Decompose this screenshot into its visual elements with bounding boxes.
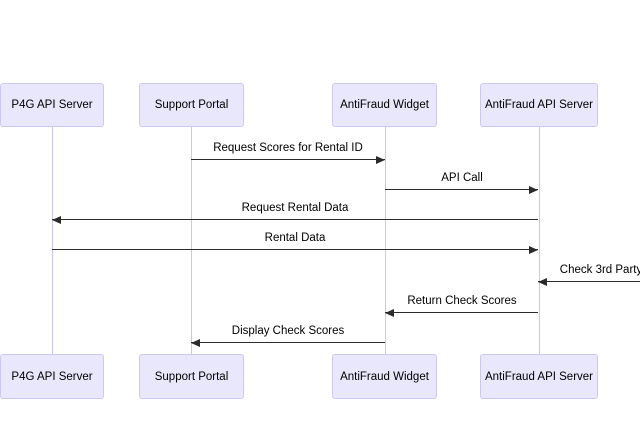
actor-box-bottom-antifraud-widget: AntiFraud Widget [332, 354, 437, 399]
actor-box-bottom-support-portal: Support Portal [139, 354, 244, 399]
message-line-6 [191, 342, 385, 343]
actor-label: AntiFraud API Server [484, 99, 594, 111]
actor-box-top-p4g-api-server: P4G API Server [0, 83, 104, 127]
message-line-2 [52, 219, 538, 220]
arrowhead-left-icon [385, 308, 394, 317]
actor-label: P4G API Server [11, 370, 93, 383]
message-line-0 [191, 159, 385, 160]
message-label-3: Rental Data [264, 232, 326, 244]
arrowhead-left-icon [538, 277, 547, 286]
actor-label: Support Portal [154, 370, 229, 383]
actor-box-top-support-portal: Support Portal [139, 83, 244, 127]
lifeline-antifraud-widget [385, 127, 386, 354]
actor-label: AntiFraud API Server [484, 370, 594, 383]
actor-box-bottom-antifraud-api-server: AntiFraud API Server [480, 354, 598, 399]
message-label-6: Display Check Scores [231, 325, 345, 337]
message-line-3 [52, 249, 538, 250]
actor-label: AntiFraud Widget [340, 99, 429, 111]
message-label-4: Check 3rd Party [559, 264, 640, 276]
actor-label: P4G API Server [11, 99, 93, 111]
actor-box-bottom-p4g-api-server: P4G API Server [0, 354, 104, 399]
actor-label: AntiFraud Widget [340, 370, 429, 383]
arrowhead-left-icon [191, 338, 200, 347]
message-label-1: API Call [441, 172, 483, 184]
arrowhead-right-icon [529, 185, 538, 194]
message-label-5: Return Check Scores [407, 295, 517, 307]
message-label-0: Request Scores for Rental ID [213, 142, 363, 154]
actor-box-top-antifraud-api-server: AntiFraud API Server [480, 83, 598, 127]
actor-box-top-antifraud-widget: AntiFraud Widget [332, 83, 437, 127]
arrowhead-right-icon [529, 245, 538, 254]
lifeline-antifraud-api-server [539, 127, 540, 354]
message-line-4 [538, 281, 640, 282]
arrowhead-left-icon [52, 215, 61, 224]
message-line-5 [385, 312, 538, 313]
lifeline-support-portal [191, 127, 192, 354]
message-label-2: Request Rental Data [241, 202, 349, 214]
lifeline-p4g-api-server [52, 127, 53, 354]
arrowhead-right-icon [376, 155, 385, 164]
message-line-1 [385, 189, 538, 190]
actor-label: Support Portal [154, 99, 229, 111]
